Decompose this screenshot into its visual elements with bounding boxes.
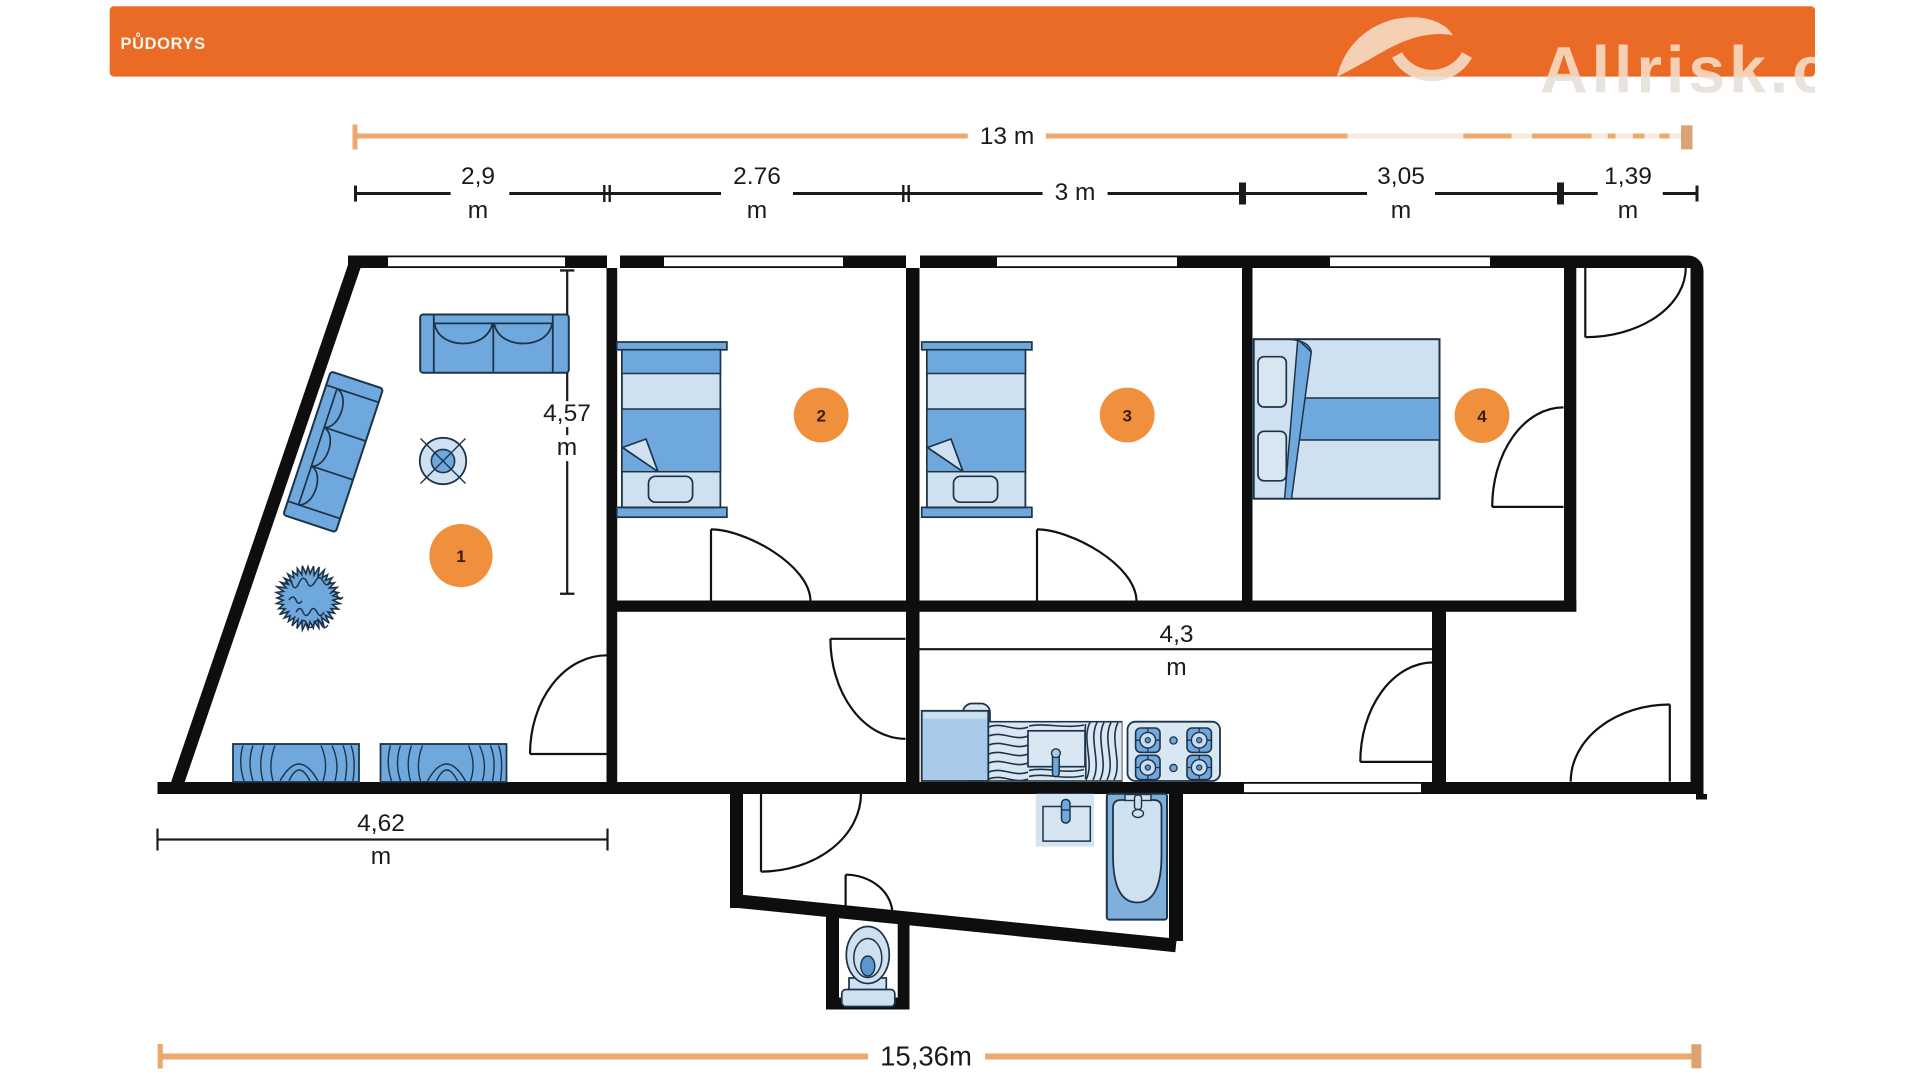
svg-text:3: 3 [1122, 407, 1131, 426]
svg-text:4: 4 [1477, 407, 1487, 426]
svg-text:1: 1 [456, 547, 465, 566]
svg-text:Allrisk.cz: Allrisk.cz [1540, 33, 1870, 107]
svg-text:PŮDORYS: PŮDORYS [121, 33, 206, 53]
svg-text:2: 2 [816, 407, 825, 426]
svg-text:Allrisk.cz: Allrisk.cz [1540, 33, 1870, 107]
